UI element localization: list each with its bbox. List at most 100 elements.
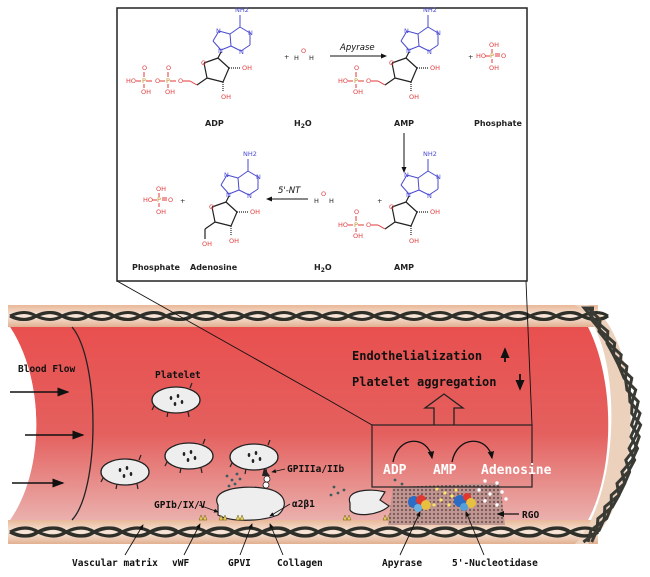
bond [218, 30, 231, 35]
bond [418, 45, 430, 52]
bond [211, 206, 216, 223]
bond [212, 30, 220, 42]
granule [125, 466, 129, 470]
bond [410, 211, 418, 227]
bond [237, 170, 249, 179]
granule [118, 468, 122, 472]
adp-dot [235, 472, 239, 476]
atom-ho: HO [143, 196, 153, 204]
bond [247, 170, 259, 178]
atom-o: O [389, 59, 394, 67]
adp-dot [238, 477, 242, 481]
atom-nh2: NH2 [423, 150, 437, 158]
atom-oh: OH [409, 93, 419, 101]
zoom-line-left [116, 280, 326, 399]
bond [394, 221, 412, 227]
fiber-strand [9, 311, 609, 321]
atom-n: N [224, 171, 229, 179]
receptor [100, 477, 104, 483]
bond [230, 45, 242, 52]
label-gpvi: GPVI [228, 558, 251, 569]
a2b1-label: α2β1 [292, 499, 315, 510]
granule [189, 450, 193, 454]
atom-oh: OH [141, 88, 151, 96]
amp-dot [454, 488, 458, 492]
curved-arrow-2 [451, 440, 495, 463]
platelet-body [151, 386, 201, 414]
platelet [229, 439, 279, 475]
platelet-body [100, 458, 150, 486]
atom-o: O [301, 47, 306, 55]
atom-n: N [218, 47, 223, 55]
atom-o: O [366, 77, 371, 85]
granule [186, 458, 190, 462]
atom-oh: OH [250, 208, 260, 216]
receptor [166, 411, 169, 418]
receptor [187, 411, 190, 418]
atom-n: N [239, 48, 244, 56]
adp-dot [400, 482, 404, 486]
granule [182, 452, 186, 456]
atom-n: N [406, 191, 411, 199]
atom-n: N [226, 191, 231, 199]
enzyme-apyrase: Apyrase [339, 43, 375, 53]
bond [417, 177, 420, 191]
fiber-network-end [580, 306, 643, 544]
label-vascular-matrix: Vascular matrix [72, 558, 158, 569]
adp-dot [329, 493, 333, 497]
reaction-scheme-box [116, 7, 528, 282]
granule [251, 459, 255, 463]
bond [406, 30, 419, 35]
atom-p: P [166, 77, 170, 85]
platelet-group [100, 382, 279, 490]
bond [217, 57, 230, 69]
atom-o: O [354, 64, 359, 72]
atom-n: N [216, 27, 221, 35]
atom-o: O [321, 190, 326, 198]
atom-oh: OH [229, 237, 239, 245]
label-amp-row2: AMP [394, 263, 414, 272]
bond [391, 206, 396, 223]
atom-n: N [406, 47, 411, 55]
amp-particles [432, 487, 458, 507]
atom-n: N [427, 48, 432, 56]
pointer-collagen [269, 523, 284, 556]
bond [225, 195, 230, 203]
atom-n: N [256, 173, 261, 181]
bond [240, 44, 251, 52]
atom-p: P [157, 196, 161, 204]
receptor [189, 382, 193, 389]
adp-dot [230, 478, 234, 482]
atom-nh2: NH2 [243, 150, 257, 158]
fiber-strand [9, 311, 609, 321]
atom-h: H [314, 197, 319, 205]
bond [229, 26, 241, 35]
rgo-sheet [388, 483, 505, 525]
bond [405, 57, 418, 69]
adenosine-dot [495, 503, 499, 507]
label-water-row2: H2O [314, 263, 332, 274]
atom-oh: OH [165, 88, 175, 96]
gpib-pointer [198, 504, 219, 513]
bond [228, 189, 240, 195]
bond [377, 224, 386, 230]
bond [384, 77, 396, 86]
amp-dot [435, 487, 439, 491]
plus-row1-a: + [284, 53, 289, 61]
plus-row2-b: + [377, 197, 382, 205]
bond [248, 188, 259, 196]
receptor [136, 483, 139, 490]
atom-oh: OH [430, 64, 440, 72]
bond [406, 174, 419, 179]
atom-p: P [354, 221, 358, 229]
atom-o: O [366, 221, 371, 229]
atom-o: O [168, 196, 173, 204]
bond [410, 67, 418, 83]
rgo-label: RGO [522, 510, 539, 521]
atom-p: P [490, 52, 494, 60]
amp-dot [443, 491, 447, 495]
zoom-line-left-2 [324, 397, 373, 426]
